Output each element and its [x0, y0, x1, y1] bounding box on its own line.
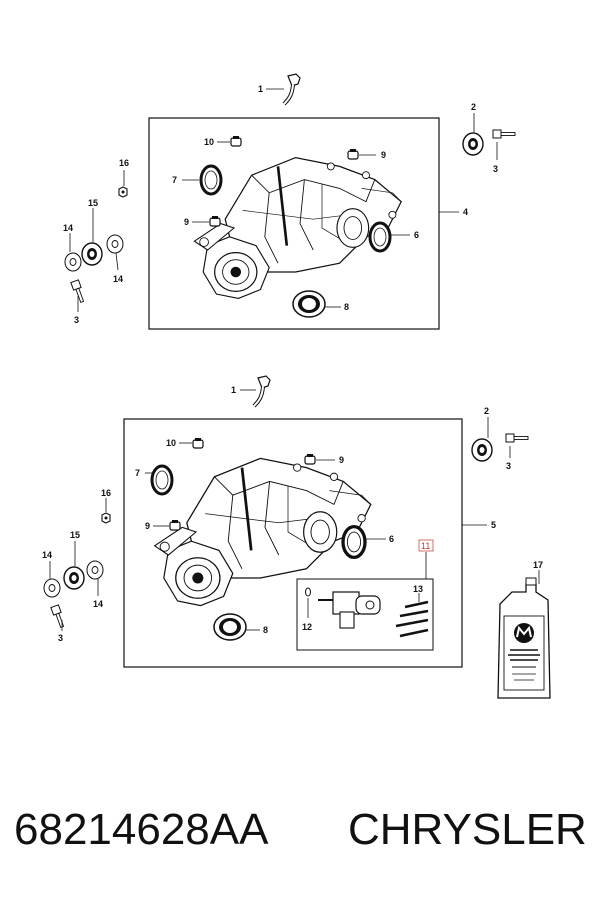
actuator-motor	[318, 591, 381, 629]
bottom-callout-11: 11	[421, 541, 430, 551]
top-callout-2: 2	[471, 102, 476, 112]
bottom-bushing-15	[63, 566, 85, 590]
top-pinion-seal-8	[292, 290, 326, 318]
bottom-callout-7: 7	[135, 468, 140, 478]
top-assembly-frame	[148, 117, 440, 330]
bottom-callout-17: 17	[533, 560, 543, 570]
part-number: 68214628AA	[14, 805, 269, 854]
bottom-callout-5: 5	[491, 520, 496, 530]
bottom-seal-6	[341, 524, 367, 560]
top-washer-14-right	[106, 234, 124, 254]
bottom-bushing-2	[471, 438, 493, 462]
bottom-pinion-seal-8	[213, 613, 247, 641]
bottom-callout-3-right: 3	[506, 461, 511, 471]
bottom-plug-9-upper	[304, 453, 316, 465]
top-seal-7	[199, 164, 223, 196]
bottom-callout-9-upper: 9	[339, 455, 344, 465]
top-callout-7: 7	[172, 175, 177, 185]
bottle-label-lines	[508, 649, 540, 681]
bottom-plug-9-lower	[169, 519, 181, 531]
top-seal-6	[368, 221, 392, 253]
bottom-bolt-3-left	[50, 604, 67, 629]
bottom-callout-2: 2	[484, 406, 489, 416]
top-callout-9-upper: 9	[381, 150, 386, 160]
top-bolt-3-right	[492, 129, 516, 139]
top-callout-14-right: 14	[113, 274, 123, 284]
top-washer-14-left	[64, 252, 82, 272]
bottom-breather-1	[252, 374, 272, 408]
manufacturer-name: CHRYSLER	[348, 805, 587, 854]
top-plug-9-lower	[209, 215, 221, 227]
bottom-callout-9-lower: 9	[145, 521, 150, 531]
bottom-callout-13: 13	[413, 584, 423, 594]
oil-bottle-17	[497, 570, 551, 699]
bottom-washer-14-right	[86, 560, 104, 580]
top-housing	[193, 156, 403, 300]
top-callout-15: 15	[88, 198, 98, 208]
top-bushing-2	[462, 132, 484, 156]
bottom-plug-10	[192, 437, 204, 449]
bottom-callout-3-left: 3	[58, 633, 63, 643]
actuator-oring-12	[305, 587, 311, 597]
bottom-callout-14-left: 14	[42, 550, 52, 560]
bottom-housing	[153, 457, 373, 607]
bottom-callout-12: 12	[302, 622, 312, 632]
top-callout-8: 8	[344, 302, 349, 312]
top-callout-6: 6	[414, 230, 419, 240]
bottom-bolt-3-right	[505, 433, 529, 443]
top-callout-16: 16	[119, 158, 129, 168]
bottom-callout-10: 10	[166, 438, 176, 448]
bottom-assembly: 12 13 11 1 2 3 10 9 7 9	[42, 374, 529, 668]
top-assembly: 1 2 3 10 9 7 9 6 8 4 16 15	[63, 72, 516, 330]
bottom-washer-14-left	[43, 578, 61, 598]
top-breather-1	[282, 72, 302, 106]
bottom-nut-16	[101, 512, 111, 524]
actuator-pins-13	[395, 600, 429, 638]
mopar-logo-icon	[514, 623, 534, 643]
bottom-callout-6: 6	[389, 534, 394, 544]
bottom-callout-8: 8	[263, 625, 268, 635]
bottom-callout-11-box	[418, 539, 434, 552]
bottom-callout-14-right: 14	[93, 599, 103, 609]
top-callout-4: 4	[463, 207, 468, 217]
top-callout-1: 1	[258, 84, 263, 94]
bottom-callout-1: 1	[231, 385, 236, 395]
actuator-kit-frame	[296, 578, 434, 651]
bottom-callout-16: 16	[101, 488, 111, 498]
top-nut-16	[118, 186, 128, 198]
bottom-callout-15: 15	[70, 530, 80, 540]
top-bushing-15	[81, 242, 103, 266]
top-callout-3-right: 3	[493, 164, 498, 174]
bottom-assembly-frame	[123, 418, 463, 668]
bottom-seal-7	[150, 464, 174, 496]
top-callout-3-left: 3	[74, 315, 79, 325]
top-plug-9-upper	[347, 148, 359, 160]
top-callout-10: 10	[204, 137, 214, 147]
top-callout-9-lower: 9	[184, 217, 189, 227]
top-callout-14-left: 14	[63, 223, 73, 233]
top-plug-10	[230, 135, 242, 147]
